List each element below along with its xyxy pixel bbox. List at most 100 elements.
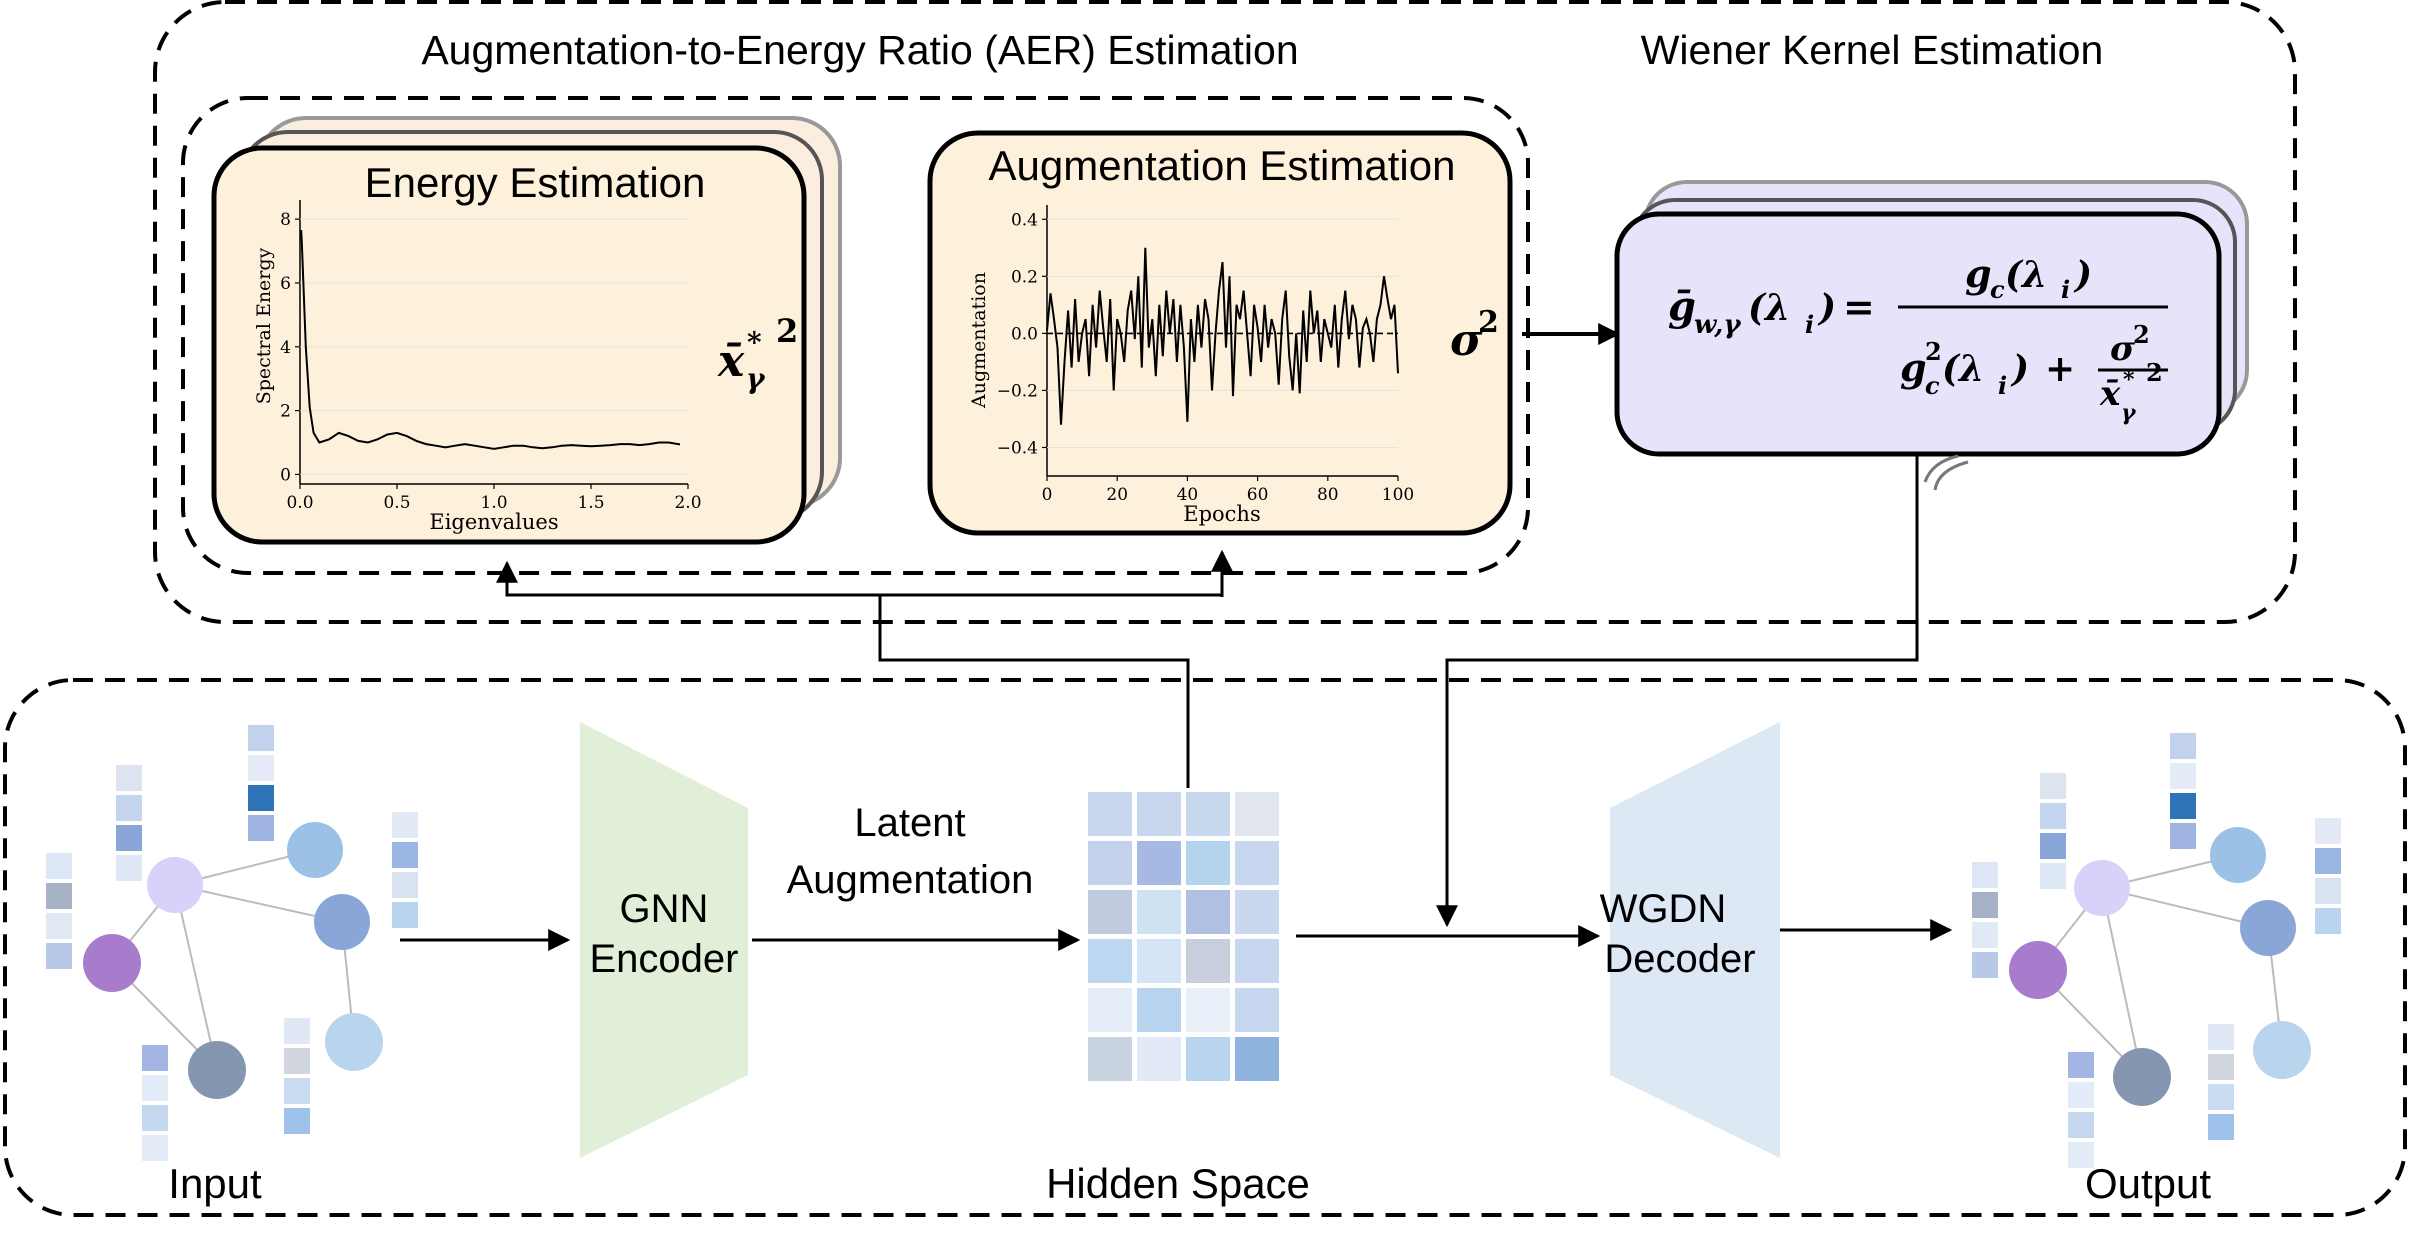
hidden-cell [1235,1037,1279,1081]
hidden-cell [1088,792,1132,836]
feature-cell [1972,862,1998,888]
svg-text:γ: γ [2121,400,2137,426]
feature-cell [2040,863,2066,889]
decoder-label-line1: WGDN [1600,887,1727,931]
svg-text:g: g [1965,251,1992,296]
gnn-encoder [580,722,748,1158]
energy-ytick-label: 6 [280,274,291,294]
svg-text:i: i [1998,371,2007,400]
wiener-panel: ḡ w,γ (λ i ) = g c (λ i ) g 2 c (λ i ) +… [1614,180,2249,457]
feature-cell [248,785,274,811]
energy-series-line [300,230,680,450]
svg-text:(λ: (λ [1748,287,1790,329]
hidden-cell [1235,841,1279,885]
svg-text:): ) [1817,287,1836,329]
svg-text:(λ: (λ [1942,348,1984,390]
energy-xtick-label: 0.5 [383,493,410,513]
hidden-cell [1186,1037,1230,1081]
hidden-cell [1088,988,1132,1032]
feature-cell [392,842,418,868]
output-node [2253,1021,2311,1079]
augmentation-xtick-label: 80 [1317,485,1339,505]
augmentation-ytick-label: 0.0 [1011,324,1038,344]
feature-cell [2068,1142,2094,1168]
input-node [287,822,343,878]
svg-text:*: * [747,326,762,359]
feature-cell [116,855,142,881]
feature-cell [46,943,72,969]
output-node [2113,1048,2171,1106]
augmentation-xtick-label: 20 [1106,485,1128,505]
feature-cell [1972,922,1998,948]
bottom-section-frame [3,678,2407,1217]
energy-ytick-label: 2 [280,402,291,422]
wgdn-decoder [1610,722,1780,1158]
decoder-label-line2: Decoder [1604,937,1755,981]
output-node [2240,900,2296,956]
feature-cell [248,725,274,751]
hidden-cell [1186,890,1230,934]
output-label: Output [2085,1160,2211,1207]
hidden-cell [1186,939,1230,983]
hidden-cell [1137,1037,1181,1081]
aer-title: Augmentation-to-Energy Ratio (AER) Estim… [421,27,1298,73]
svg-text:2: 2 [2133,320,2150,349]
hidden-cell [1235,988,1279,1032]
augmentation-xtick-label: 60 [1247,485,1269,505]
svg-text:x̄: x̄ [2099,374,2121,414]
feature-cell [284,1048,310,1074]
feature-cell [2315,818,2341,844]
hidden-cell [1186,988,1230,1032]
augmentation-panel: Augmentation Estimation −0.4−0.20.00.20.… [927,130,1513,536]
wiener-panel-front [1614,211,2222,457]
feature-cell [142,1075,168,1101]
output-node [2210,827,2266,883]
feature-cell [2068,1112,2094,1138]
svg-text:w,γ: w,γ [1694,310,1742,340]
energy-xtick-label: 1.0 [480,493,507,513]
feature-cell [116,825,142,851]
feature-cell [116,795,142,821]
input-node [188,1041,246,1099]
svg-text:g: g [1900,345,1927,390]
hidden-cell [1137,939,1181,983]
svg-text:x̄: x̄ [717,336,745,387]
encoder-label-line1: GNN [620,887,709,931]
energy-xtick-label: 1.5 [577,493,604,513]
feature-cell [1972,952,1998,978]
feature-cell [2315,908,2341,934]
feature-cell [2208,1084,2234,1110]
feature-cell [392,902,418,928]
feature-cell [284,1078,310,1104]
svg-text:+: + [2045,348,2075,390]
svg-text:c: c [1990,275,2005,304]
svg-text:i: i [2061,275,2070,304]
latent-label-line2: Augmentation [787,858,1034,902]
energy-xlabel: Eigenvalues [429,510,558,534]
augmentation-ytick-label: −0.4 [997,438,1038,458]
hidden-cell [1137,988,1181,1032]
hidden-cell [1186,792,1230,836]
svg-text:=: = [1843,284,1875,329]
augmentation-xtick-label: 40 [1177,485,1199,505]
hidden-cell [1137,890,1181,934]
feature-cell [142,1045,168,1071]
feature-cell [284,1108,310,1134]
energy-ylabel: Spectral Energy [253,247,275,404]
hidden-cell [1235,890,1279,934]
hidden-space-label: Hidden Space [1046,1160,1310,1207]
feature-cell [2170,763,2196,789]
svg-text:σ: σ [1450,315,1483,366]
feature-cell [248,755,274,781]
energy-xtick-label: 2.0 [674,493,701,513]
energy-ytick-label: 0 [280,465,291,485]
feature-cell [392,872,418,898]
hidden-to-estimation-line [496,560,1190,788]
feature-cell [2170,733,2196,759]
input-node [314,894,370,950]
feature-cell [2068,1052,2094,1078]
svg-text:2: 2 [2146,358,2163,387]
wiener-tail-stacks [1923,454,1969,491]
